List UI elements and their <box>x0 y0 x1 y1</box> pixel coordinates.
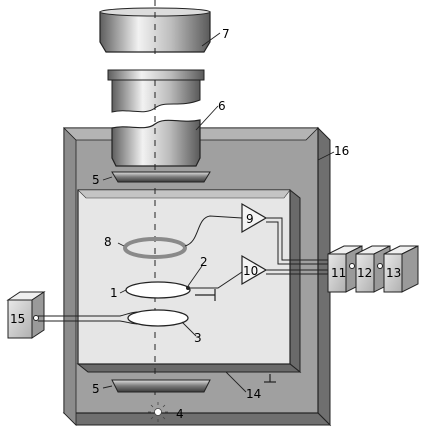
leader-lines <box>102 32 335 393</box>
label-4: 4 <box>176 407 184 421</box>
label-7: 7 <box>222 27 230 41</box>
label-1: 1 <box>110 286 118 300</box>
label-12: 12 <box>357 266 372 280</box>
label-3: 3 <box>194 331 202 345</box>
label-14: 14 <box>246 387 261 401</box>
deflector-bar-5-top <box>111 171 211 183</box>
light-source-4 <box>148 402 168 422</box>
label-2: 2 <box>200 255 208 269</box>
ring-electrode-1 <box>125 281 191 299</box>
amplifier-9 <box>184 202 268 247</box>
label-11: 11 <box>331 266 346 280</box>
label-13: 13 <box>386 266 401 280</box>
signal-lines <box>266 217 328 275</box>
deflector-bar-5-bottom <box>111 379 211 393</box>
label-9: 9 <box>246 212 254 226</box>
objective-lens-7 <box>99 7 211 113</box>
detector-ring-8 <box>123 237 187 259</box>
label-16: 16 <box>334 144 349 158</box>
label-5-bottom: 5 <box>92 382 100 396</box>
unit-box-15 <box>6 291 46 339</box>
unit-box-13 <box>377 245 419 293</box>
ground-symbol <box>195 289 276 383</box>
ring-electrode-3 <box>127 309 189 327</box>
lens-body-6 <box>111 119 201 167</box>
label-15: 15 <box>10 312 25 326</box>
feedthrough-lines-15 <box>38 311 139 325</box>
label-8: 8 <box>104 235 112 249</box>
label-6: 6 <box>218 99 226 113</box>
amplifier-10 <box>190 254 268 289</box>
label-10: 10 <box>243 264 258 278</box>
inner-chamber-14 <box>76 188 302 374</box>
sample-2 <box>186 286 190 290</box>
label-5-top: 5 <box>92 173 100 187</box>
